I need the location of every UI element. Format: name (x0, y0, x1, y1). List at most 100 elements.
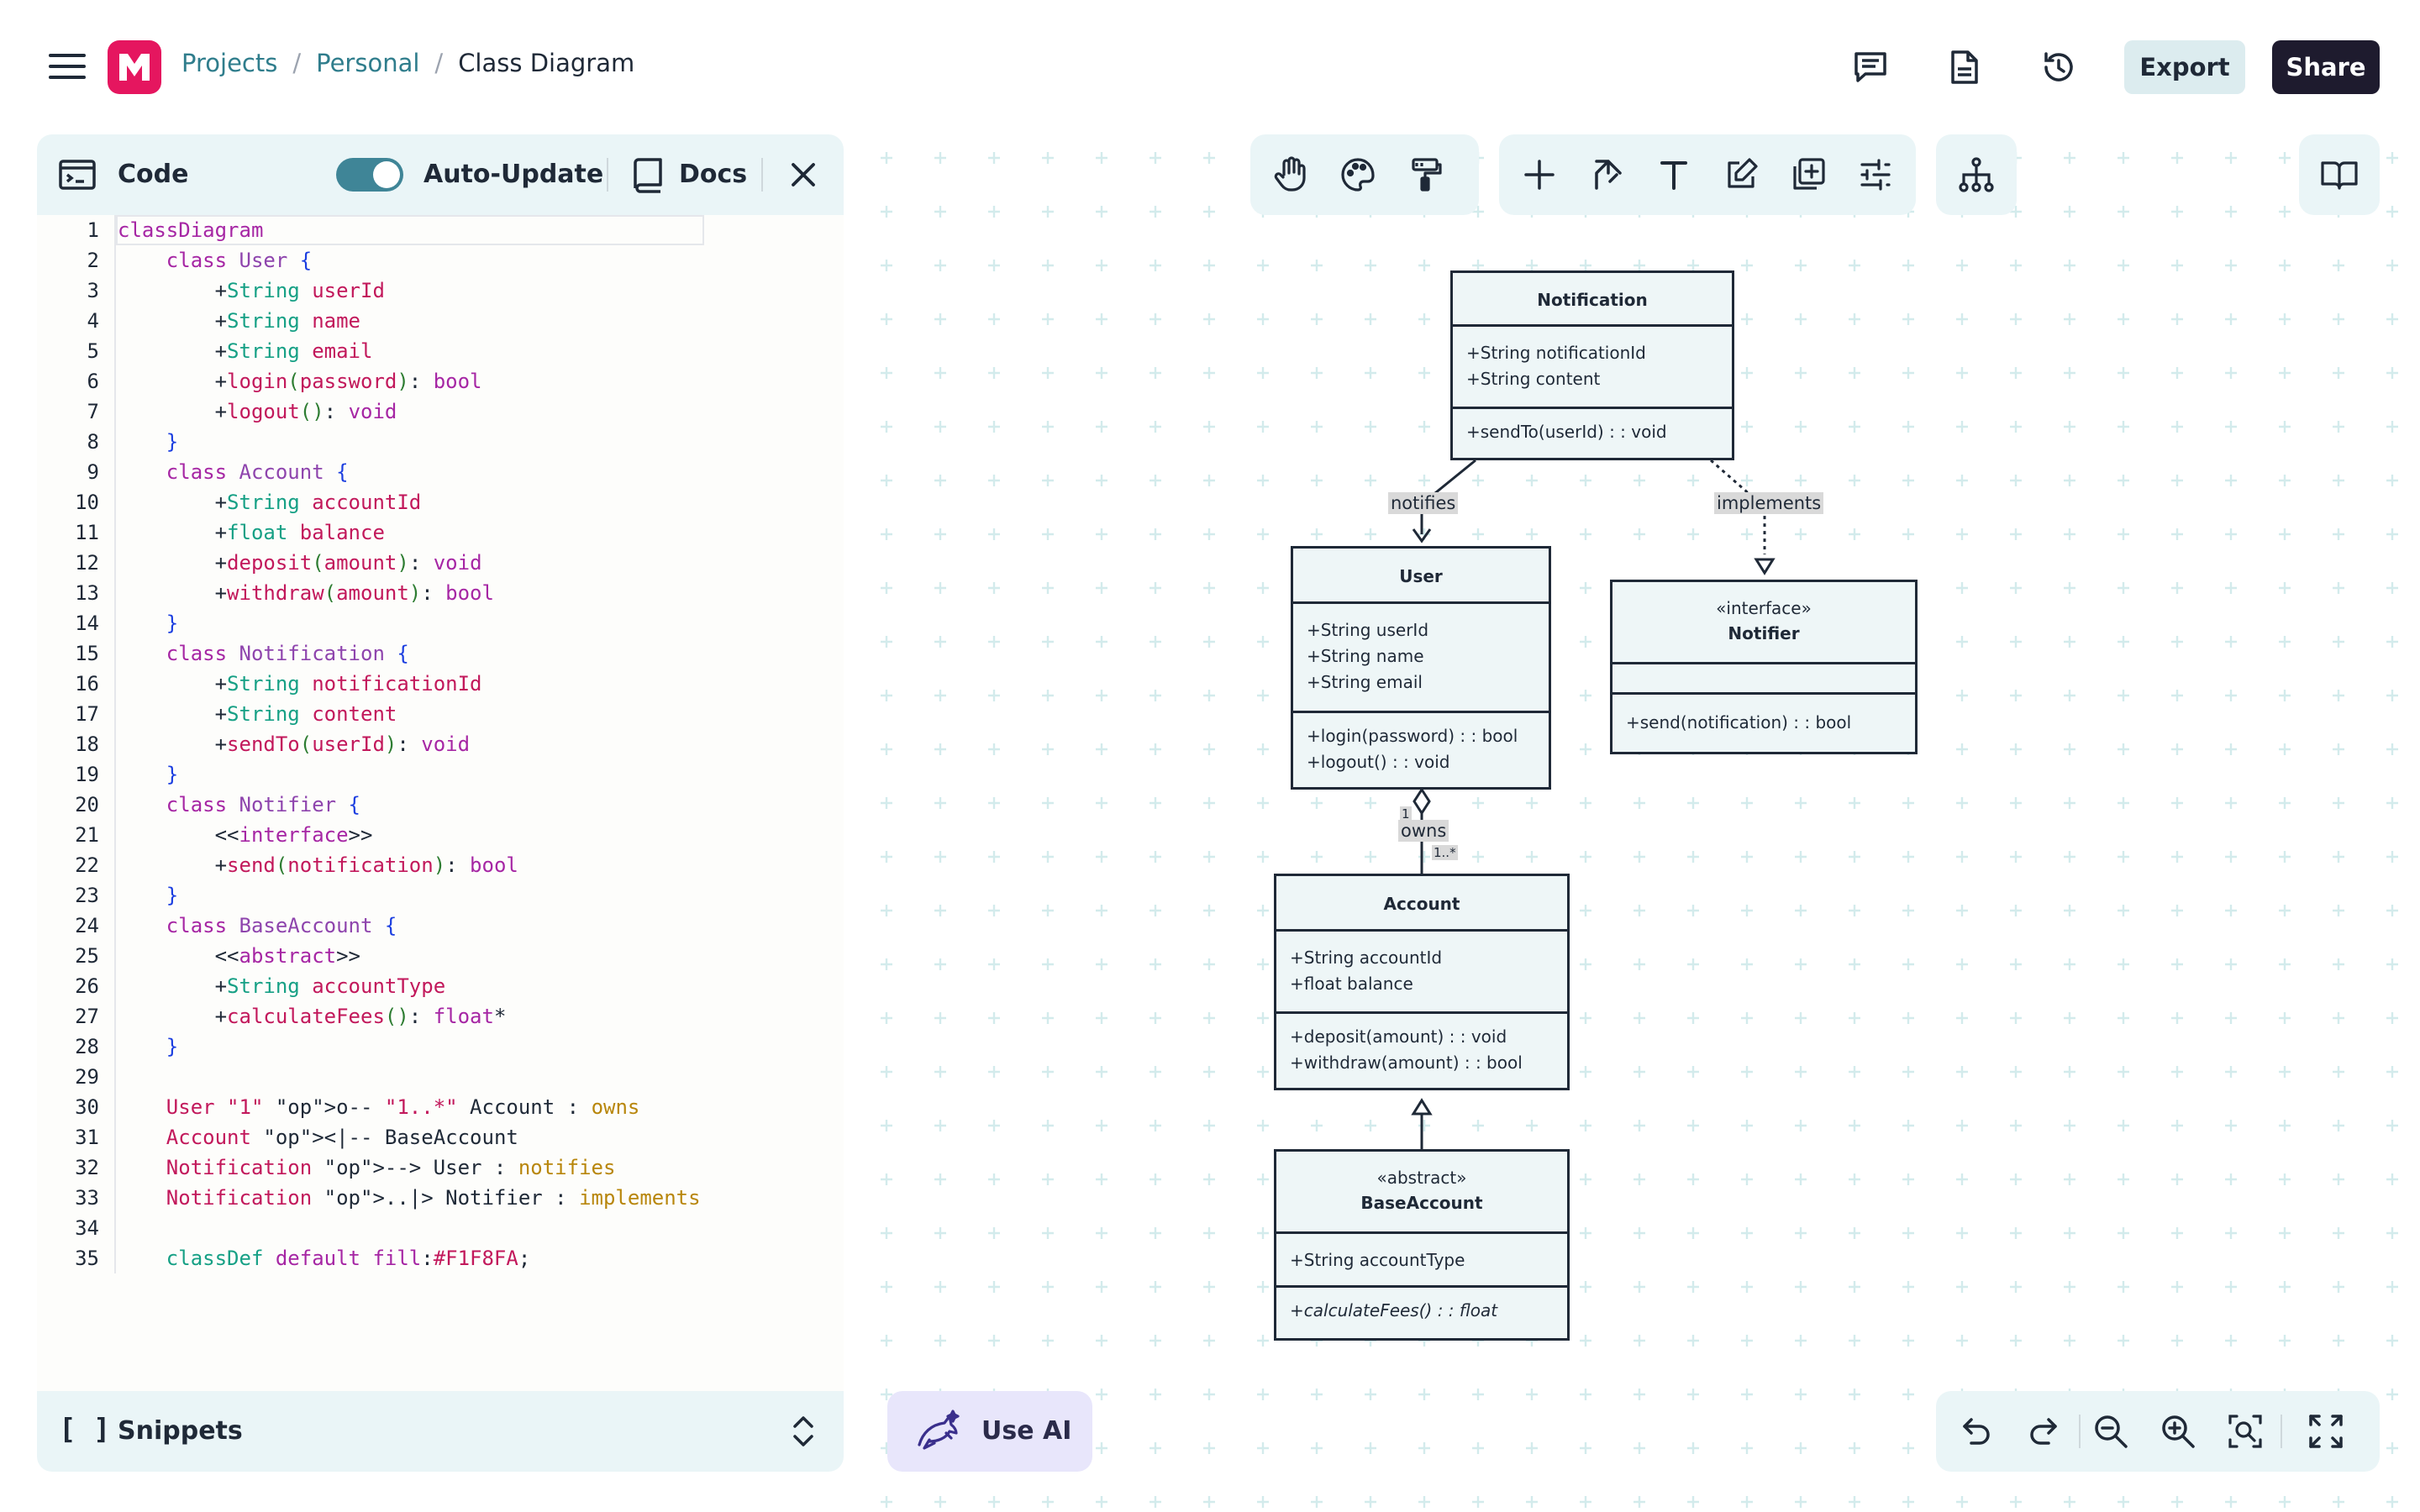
code-text: class BaseAccount { (166, 914, 397, 937)
class-node-account[interactable]: Account +String accountId +float balance… (1274, 874, 1570, 1090)
text-icon[interactable] (1654, 155, 1694, 195)
breadcrumb: Projects / Personal / Class Diagram (182, 49, 634, 77)
code-line[interactable]: 2 class User { (37, 245, 844, 276)
code-line[interactable]: 20 class Notifier { (37, 790, 844, 820)
book-icon[interactable] (629, 155, 669, 195)
code-line[interactable]: 23 } (37, 880, 844, 911)
zoom-in-icon[interactable] (2158, 1411, 2198, 1452)
code-line[interactable]: 6 +login(password): bool (37, 366, 844, 396)
code-line[interactable]: 11 +float balance (37, 517, 844, 548)
paint-roller-icon[interactable] (1405, 155, 1445, 195)
add-node-icon[interactable] (1788, 155, 1828, 195)
code-line[interactable]: 26 +String accountType (37, 971, 844, 1001)
code-line[interactable]: 3 +String userId (37, 276, 844, 306)
class-node-notification[interactable]: Notification +String notificationId +Str… (1450, 270, 1734, 460)
code-line[interactable]: 4 +String name (37, 306, 844, 336)
auto-update-toggle[interactable] (336, 158, 403, 192)
plus-icon[interactable] (1519, 155, 1560, 195)
edge-label-implements: implements (1714, 492, 1824, 514)
code-line[interactable]: 33 Notification "op">..|> Notifier : imp… (37, 1183, 844, 1213)
code-line[interactable]: 10 +String accountId (37, 487, 844, 517)
brackets-icon: [ ] (59, 1413, 111, 1446)
code-text: <<abstract>> (118, 944, 360, 968)
sliders-icon[interactable] (1855, 155, 1896, 195)
book-open-icon[interactable] (2319, 155, 2360, 195)
code-line[interactable]: 28 } (37, 1032, 844, 1062)
share-button[interactable]: Share (2272, 40, 2380, 94)
zoom-out-icon[interactable] (2091, 1411, 2131, 1452)
snippets-bar[interactable]: [ ] Snippets (37, 1391, 844, 1472)
undo-icon[interactable] (1956, 1411, 1996, 1452)
use-ai-button[interactable]: Use AI (887, 1391, 1092, 1472)
line-number: 5 (87, 339, 99, 363)
code-text: User "1" "op">o-- "1..*" Account : owns (166, 1095, 640, 1119)
class-node-user[interactable]: User +String userId +String name +String… (1291, 546, 1551, 790)
line-number: 23 (75, 884, 99, 907)
class-node-baseaccount[interactable]: «abstract» BaseAccount +String accountTy… (1274, 1149, 1570, 1341)
document-icon[interactable] (1944, 47, 1985, 87)
line-number: 2 (87, 249, 99, 272)
code-line[interactable]: 7 +logout(): void (37, 396, 844, 427)
code-line[interactable]: 29 (37, 1062, 844, 1092)
code-line[interactable]: 31 Account "op"><|-- BaseAccount (37, 1122, 844, 1152)
code-line[interactable]: 8 } (37, 427, 844, 457)
class-methods: +login(password) : : bool +logout() : : … (1293, 713, 1549, 787)
line-number: 32 (75, 1156, 99, 1179)
code-line[interactable]: 18 +sendTo(userId): void (37, 729, 844, 759)
line-number: 1 (87, 218, 99, 242)
close-icon[interactable] (783, 155, 823, 195)
code-line[interactable]: 27 +calculateFees(): float* (37, 1001, 844, 1032)
app-logo[interactable] (108, 40, 161, 94)
code-line[interactable]: 35 classDef default fill:#F1F8FA; (37, 1243, 844, 1273)
breadcrumb-projects[interactable]: Projects (182, 49, 278, 77)
palette-icon[interactable] (1338, 155, 1378, 195)
class-method: +withdraw(amount) : : bool (1290, 1053, 1523, 1073)
history-icon[interactable] (2039, 47, 2079, 87)
code-text: <<interface>> (118, 823, 373, 847)
docs-button[interactable]: Docs (679, 160, 748, 189)
code-line[interactable]: 5 +String email (37, 336, 844, 366)
code-line[interactable]: 16 +String notificationId (37, 669, 844, 699)
comments-icon[interactable] (1850, 47, 1891, 87)
code-line[interactable]: 32 Notification "op">--> User : notifies (37, 1152, 844, 1183)
menu-icon[interactable] (49, 54, 86, 81)
arrow-icon[interactable] (1586, 155, 1627, 195)
line-number: 9 (87, 460, 99, 484)
code-text: } (166, 884, 179, 907)
code-line[interactable]: 15 class Notification { (37, 638, 844, 669)
code-text: +String email (214, 339, 373, 363)
code-text: +String notificationId (214, 672, 482, 696)
code-text: +calculateFees(): float* (214, 1005, 507, 1028)
code-line[interactable]: 21 <<interface>> (37, 820, 844, 850)
code-line[interactable]: 17 +String content (37, 699, 844, 729)
export-button[interactable]: Export (2124, 40, 2245, 94)
code-text: class Notifier { (166, 793, 360, 816)
code-text: +String content (214, 702, 397, 726)
code-line[interactable]: 9 class Account { (37, 457, 844, 487)
code-text: +String accountType (214, 974, 446, 998)
class-node-notifier[interactable]: «interface» Notifier +send(notification)… (1610, 580, 1918, 754)
line-number: 14 (75, 612, 99, 635)
breadcrumb-personal[interactable]: Personal (316, 49, 420, 77)
class-name: User (1293, 549, 1549, 604)
zoom-fit-icon[interactable] (2225, 1411, 2265, 1452)
fullscreen-icon[interactable] (2306, 1411, 2346, 1452)
expand-icon[interactable] (786, 1411, 820, 1452)
code-line[interactable]: 25 <<abstract>> (37, 941, 844, 971)
hand-icon[interactable] (1270, 155, 1311, 195)
code-line[interactable]: 12 +deposit(amount): void (37, 548, 844, 578)
breadcrumb-current: Class Diagram (458, 49, 635, 77)
code-line[interactable]: 34 (37, 1213, 844, 1243)
code-line[interactable]: 30 User "1" "op">o-- "1..*" Account : ow… (37, 1092, 844, 1122)
code-line[interactable]: 14 } (37, 608, 844, 638)
code-line[interactable]: 22 +send(notification): bool (37, 850, 844, 880)
code-line[interactable]: 19 } (37, 759, 844, 790)
redo-icon[interactable] (2023, 1411, 2064, 1452)
code-line[interactable]: 24 class BaseAccount { (37, 911, 844, 941)
code-line[interactable]: 13 +withdraw(amount): bool (37, 578, 844, 608)
hierarchy-icon[interactable] (1956, 155, 1996, 195)
edit-icon[interactable] (1721, 155, 1761, 195)
code-text: +login(password): bool (214, 370, 482, 393)
